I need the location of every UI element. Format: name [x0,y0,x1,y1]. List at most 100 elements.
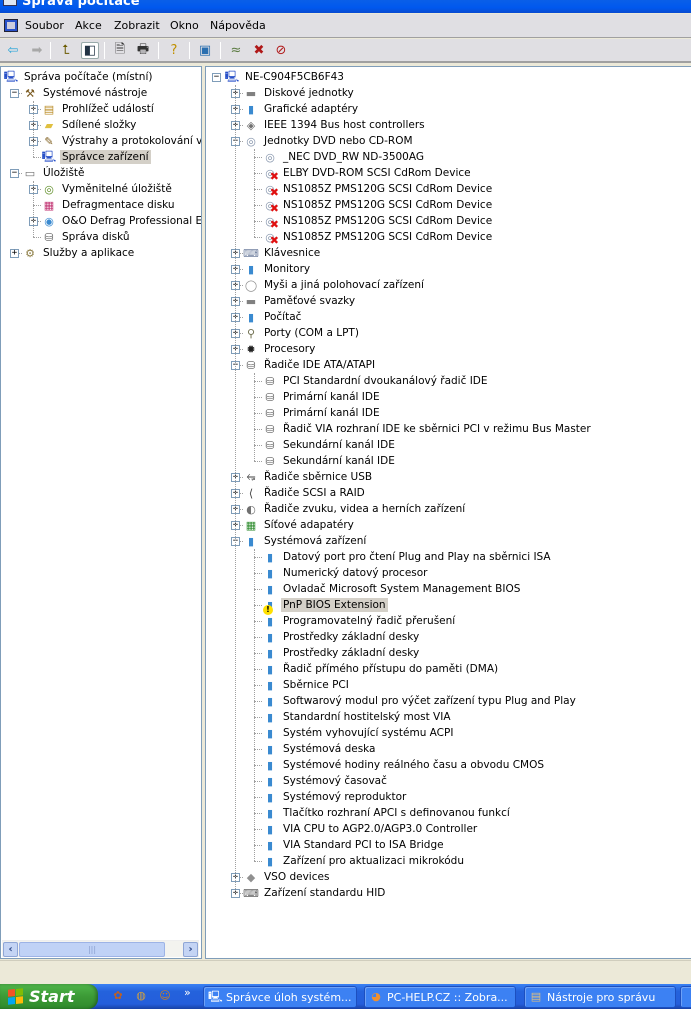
tree-item[interactable]: ◎_NEC DVD_RW ND-3500AG [262,149,426,165]
tree-item[interactable]: ⚙Služby a aplikace [22,245,136,261]
tree-item[interactable]: ▮Systémová deska [262,741,378,757]
properties-icon[interactable]: 🗎 [114,41,126,57]
tree-item[interactable]: ▮Numerický datový procesor [262,565,430,581]
tree-item[interactable]: ✎Výstrahy a protokolování výk [41,133,201,149]
tree-item[interactable]: ⛁Řadiče IDE ATA/ATAPI [243,357,377,373]
start-button[interactable]: Start [0,984,98,1009]
tree-item[interactable]: ▬Diskové jednotky [243,85,356,101]
tree-item[interactable]: ▮Datový port pro čtení Plug and Play na … [262,549,553,565]
tree-item[interactable]: ◎✖NS1085Z PMS120G SCSI CdRom Device [262,213,494,231]
update-driver-icon[interactable]: ≈ [230,43,242,58]
taskbar-overflow-button[interactable] [680,986,691,1008]
tree-item[interactable]: ▮Softwarový modul pro výčet zařízení typ… [262,693,578,709]
tree-item[interactable]: ⚒Systémové nástroje [22,85,149,101]
taskbar-button[interactable]: 🖳Správce úloh systém... [203,986,357,1008]
tree-item[interactable]: ◎Jednotky DVD nebo CD-ROM [243,133,415,149]
tree-item[interactable]: ▮Monitory [243,261,312,277]
tree-item[interactable]: ▦Síťové adapatéry [243,517,356,533]
menu-soubor[interactable]: Soubor [25,19,64,32]
print-icon[interactable]: 🖶 [136,41,150,57]
tree-item[interactable]: ▮Standardní hostitelský most VIA [262,709,453,725]
tree-item[interactable]: ▮Programovatelný řadič přerušení [262,613,457,629]
tree-item[interactable]: ◈IEEE 1394 Bus host controllers [243,117,427,133]
tree-item[interactable]: ▮!PnP BIOS Extension [262,597,388,615]
quicklaunch-chevron[interactable]: » [184,986,191,999]
tree-item[interactable]: ⛁Primární kanál IDE [262,405,382,421]
tree-item[interactable]: 🖳Správa počítače (místní) [3,69,154,85]
forward-icon[interactable]: ➡ [31,43,43,58]
tree-item[interactable]: ⭂Řadiče sběrnice USB [243,469,374,485]
tree-item[interactable]: ◎✖NS1085Z PMS120G SCSI CdRom Device [262,181,494,199]
tree-item[interactable]: ◉O&O Defrag Professional Edi [41,213,201,229]
tree-item[interactable]: ▦Defragmentace disku [41,197,177,213]
tree-item[interactable]: ◎Vyměnitelné úložiště [41,181,174,197]
tree-item[interactable]: ◎✖NS1085Z PMS120G SCSI CdRom Device [262,229,494,247]
tree-item[interactable]: ▰Sdílené složky [41,117,138,133]
tree-item[interactable]: ⛁Řadič VIA rozhraní IDE ke sběrnici PCI … [262,421,593,437]
tree-item[interactable]: ▮Prostředky základní desky [262,645,421,661]
tree-item[interactable]: ◎✖NS1085Z PMS120G SCSI CdRom Device [262,197,494,215]
menu-zobrazit[interactable]: Zobrazit [114,19,160,32]
title-bar[interactable]: Správa počítače [0,0,691,13]
tree-item[interactable]: ⌨Zařízení standardu HID [243,885,387,901]
tree-item[interactable]: ▮Systémové hodiny reálného času a obvodu… [262,757,546,773]
tree-item[interactable]: ▮Zařízení pro aktualizaci mikrokódu [262,853,466,869]
menu-napoveda[interactable]: Nápověda [210,19,266,32]
tree-item[interactable]: ▮Sběrnice PCI [262,677,351,693]
taskbar-button[interactable]: ◕PC-HELP.CZ :: Zobra... [364,986,516,1008]
scroll-left-button[interactable]: ‹ [3,942,18,957]
tree-item[interactable]: ◆VSO devices [243,869,331,885]
scan-hardware-icon[interactable]: ▣ [198,43,212,58]
tree-item[interactable]: ◎✖ELBY DVD-ROM SCSI CdRom Device [262,165,473,183]
tree-item[interactable]: 🖳NE-C904F5CB6F43 [224,69,346,85]
tree-item[interactable]: ▮VIA CPU to AGP2.0/AGP3.0 Controller [262,821,479,837]
back-icon[interactable]: ⇦ [7,43,19,58]
device-tree-pane[interactable]: −🖳NE-C904F5CB6F43+▬Diskové jednotky+▮Gra… [205,66,691,959]
tree-item[interactable]: ⛁Sekundární kanál IDE [262,453,397,469]
disable-icon[interactable]: ⊘ [275,43,287,58]
mmc-window-icon[interactable] [4,19,18,32]
expand-icon[interactable]: + [10,248,19,258]
tree-item[interactable]: ⛁Sekundární kanál IDE [262,437,397,453]
tree-item[interactable]: ▮Systémový časovač [262,773,389,789]
up-folder-icon[interactable]: ⮤ [62,43,70,58]
collapse-icon[interactable]: − [10,88,19,98]
scroll-right-button[interactable]: › [183,942,198,957]
tree-item[interactable]: 🖳Správce zařízení [41,149,151,165]
tree-item[interactable]: ⛁Primární kanál IDE [262,389,382,405]
collapse-icon[interactable]: − [212,72,221,82]
help-icon[interactable]: ? [170,43,178,58]
tree-item[interactable]: ⟨Řadiče SCSI a RAID [243,485,367,501]
tree-item[interactable]: ▬Paměťové svazky [243,293,357,309]
quicklaunch-app3-icon[interactable]: ☺ [159,989,171,1002]
tree-item[interactable]: ▮Systém vyhovující systému ACPI [262,725,455,741]
tree-item[interactable]: ▮Ovladač Microsoft System Management BIO… [262,581,522,597]
tree-item[interactable]: ✹Procesory [243,341,317,357]
tree-item[interactable]: ▮Systémový reproduktor [262,789,408,805]
tree-item[interactable]: ⌨Klávesnice [243,245,322,261]
tree-item[interactable]: ▮Řadič přímého přístupu do paměti (DMA) [262,661,500,677]
tree-item[interactable]: ▭Úložiště [22,165,87,181]
quicklaunch-app1-icon[interactable]: ✿ [113,989,123,1002]
tree-item[interactable]: ▮VIA Standard PCI to ISA Bridge [262,837,446,853]
tree-item[interactable]: ⛁PCI Standardní dvoukanálový řadič IDE [262,373,490,389]
tree-item[interactable]: ⛁Správa disků [41,229,132,245]
collapse-icon[interactable]: − [10,168,19,178]
tree-item[interactable]: ⚲Porty (COM a LPT) [243,325,361,341]
tree-item[interactable]: ▮Grafické adaptéry [243,101,360,117]
tree-item[interactable]: ▮Systémová zařízení [243,533,368,549]
scroll-thumb[interactable]: ||| [19,942,165,957]
quicklaunch-app2-icon[interactable]: ◍ [136,989,146,1002]
tree-item[interactable]: ◐Řadiče zvuku, videa a herních zařízení [243,501,467,517]
tree-item[interactable]: ◯Myši a jiná polohovací zařízení [243,277,426,293]
uninstall-icon[interactable]: ✖ [253,43,265,58]
horizontal-scrollbar[interactable]: ‹ ||| › [2,940,199,957]
taskbar-button[interactable]: ▤Nástroje pro správu [524,986,676,1008]
tree-item[interactable]: ▮Počítač [243,309,303,325]
tree-item[interactable]: ▮Prostředky základní desky [262,629,421,645]
tree-item[interactable]: ▤Prohlížeč událostí [41,101,156,117]
tree-item[interactable]: ▮Tlačítko rozhraní APCI s definovanou fu… [262,805,512,821]
show-hide-tree-icon[interactable]: ◧ [81,42,99,59]
console-tree-pane[interactable]: 🖳Správa počítače (místní)−⚒Systémové nás… [0,66,202,959]
menu-okno[interactable]: Okno [170,19,199,32]
